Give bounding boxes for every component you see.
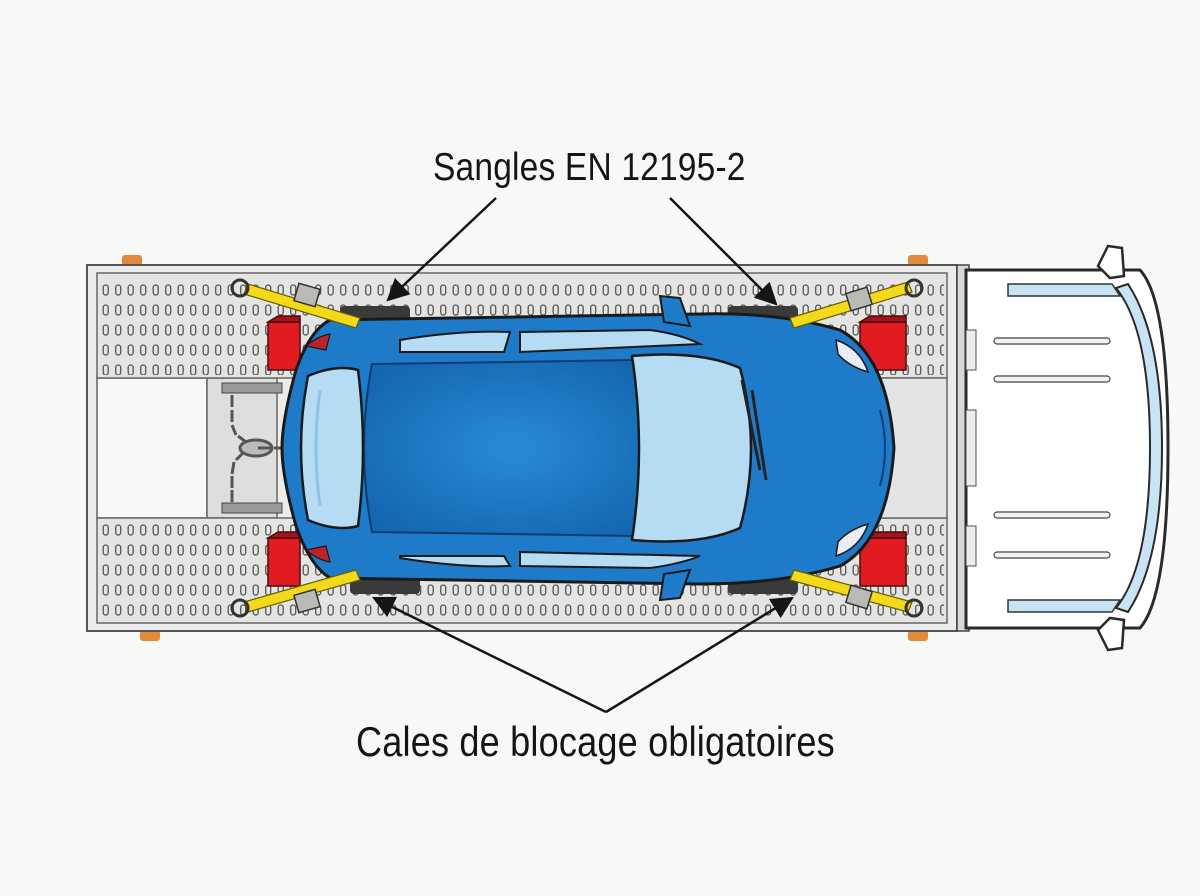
arrow-chocks-right bbox=[605, 596, 794, 714]
straps-label: Sangles EN 12195-2 bbox=[433, 146, 746, 189]
marker-light bbox=[908, 255, 928, 266]
car-top-view-icon bbox=[280, 294, 896, 602]
arrow-straps-left bbox=[386, 197, 497, 302]
marker-light bbox=[122, 255, 142, 266]
chocks-label: Cales de blocage obligatoires bbox=[356, 718, 835, 765]
callout-arrows bbox=[371, 197, 794, 714]
chain-icon bbox=[230, 395, 286, 502]
ratchet-strap-icon bbox=[230, 278, 924, 618]
truck-cab-icon bbox=[956, 244, 1170, 652]
marker-light bbox=[908, 630, 928, 641]
arrow-straps-right bbox=[669, 197, 778, 306]
arrow-chocks-left bbox=[371, 596, 607, 714]
marker-light bbox=[140, 630, 160, 641]
wheel-chock-icon bbox=[265, 315, 907, 587]
